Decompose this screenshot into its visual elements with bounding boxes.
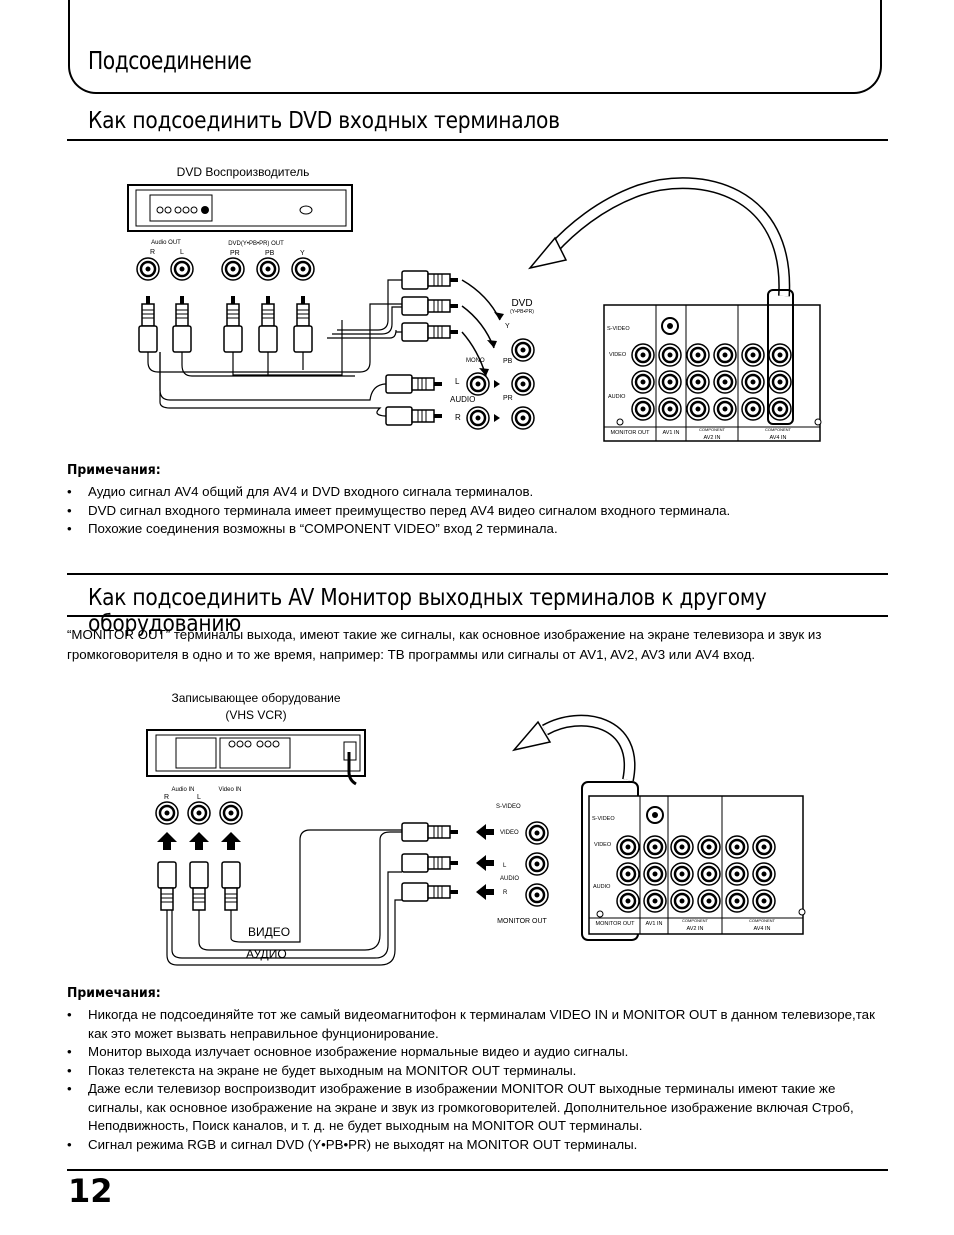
- tv-panel-1: S-VIDEO VIDEO AUDIO MONITOR OUT: [603, 289, 822, 442]
- vcr-label-line1: Записывающее оборудование: [171, 691, 340, 705]
- mon-video-label: VIDEO: [500, 830, 519, 836]
- section2-note: Сигнал режима RGB и сигнал DVD (Y•PB•PR)…: [67, 1136, 889, 1155]
- panel1-svideo-label: S-VIDEO: [607, 326, 630, 332]
- dvd-connection-diagram: DVD Воспроизводитель Audio OUT R L DVD(Y…: [127, 165, 822, 442]
- tv-panel-2: S-VIDEO VIDEO AUDIO MONITOR OUT AV1 IN C…: [581, 781, 806, 941]
- page-title: Подсоединение: [88, 46, 252, 75]
- mon-l-label: L: [503, 863, 507, 869]
- mon-monitor-out-label: MONITOR OUT: [497, 918, 547, 925]
- dvd-pr-label: PR: [230, 250, 240, 257]
- panel2-component-label-2: COMPONENT: [749, 918, 776, 923]
- panel1-av1-in-label: AV1 IN: [662, 430, 679, 436]
- section2-note: Никогда не подсоединяйте тот же самый ви…: [67, 1006, 889, 1043]
- section1-rule: [67, 139, 888, 141]
- section2-intro: “MONITOR OUT” терминалы выхода, имеют та…: [67, 627, 822, 662]
- panel1-component-label-2: COMPONENT: [765, 427, 792, 432]
- mon-svideo-label: S-VIDEO: [496, 804, 521, 810]
- panel1-monitor-out-label: MONITOR OUT: [610, 430, 650, 436]
- vcr-l-label: L: [197, 794, 201, 801]
- dvd-input-label: DVD: [511, 298, 532, 309]
- vcr-audio-in-label: Audio IN: [171, 787, 194, 793]
- panel2-audio-label: AUDIO: [593, 884, 611, 890]
- section2-note: Показ телетекста на экране не будет выхо…: [67, 1062, 889, 1081]
- panel2-av2-in-label: AV2 IN: [686, 926, 703, 932]
- panel1-component-label: COMPONENT: [699, 427, 726, 432]
- panel2-svideo-label: S-VIDEO: [592, 816, 615, 822]
- dvd-player: [127, 184, 353, 232]
- page-number: 12: [68, 1172, 113, 1210]
- monitor-out-diagram: Записывающее оборудование (VHS VCR) Audi…: [146, 691, 806, 966]
- panel1-audio-label: AUDIO: [608, 394, 626, 400]
- header-frame: [68, 0, 882, 94]
- mon-r-label: R: [503, 890, 508, 896]
- panel2-video-label: VIDEO: [594, 842, 612, 848]
- section1-title: Как подсоединить DVD входных терминалов: [88, 108, 560, 134]
- audio-label: AUDIO: [450, 395, 475, 404]
- vhs-vcr: [146, 729, 366, 777]
- section2-notes-list: Никогда не подсоединяйте тот же самый ви…: [67, 1006, 889, 1154]
- section1-note: DVD сигнал входного терминала имеет преи…: [67, 502, 889, 521]
- panel2-av1-in-label: AV1 IN: [645, 921, 662, 927]
- dvd-input-y-label: Y: [505, 323, 510, 330]
- section1-notes-title: Примечания:: [67, 462, 161, 478]
- dvd-input-pb-label: PB: [503, 358, 513, 365]
- dvd-pb-label: PB: [265, 250, 275, 257]
- section1-notes-list: Аудио сигнал AV4 общий для AV4 и DVD вхо…: [67, 483, 889, 539]
- audio-r-label: R: [455, 413, 461, 422]
- dvd-player-label: DVD Воспроизводитель: [177, 165, 310, 179]
- dvd-input-pr-label: PR: [503, 395, 513, 402]
- panel1-av2-in-label: AV2 IN: [703, 435, 720, 441]
- panel2-av4-in-label: AV4 IN: [753, 926, 770, 932]
- section2-note: Даже если телевизор воспроизводит изобра…: [67, 1080, 889, 1136]
- dvd-audio-r-label: R: [150, 249, 155, 256]
- audio-l-label: L: [455, 377, 460, 386]
- section1-note: Аудио сигнал AV4 общий для AV4 и DVD вхо…: [67, 483, 889, 502]
- vcr-label-line2: (VHS VCR): [225, 708, 286, 722]
- vcr-video-in-label: Video IN: [219, 787, 242, 793]
- audio-out-label: Audio OUT: [151, 240, 181, 246]
- dvd-audio-l-label: L: [180, 249, 184, 256]
- panel2-monitor-out-label: MONITOR OUT: [595, 921, 635, 927]
- dvd-out-label: DVD(Y•PB•PR) OUT: [228, 241, 284, 247]
- dvd-input-sub-label: (Y•PB•PR): [510, 309, 534, 315]
- section2-note: Монитор выхода излучает основное изображ…: [67, 1043, 889, 1062]
- section2-rule: [67, 615, 888, 617]
- cable-video-label: ВИДЕО: [248, 925, 290, 939]
- vcr-r-label: R: [164, 794, 169, 801]
- section2-top-rule: [67, 573, 888, 575]
- panel1-video-label: VIDEO: [609, 352, 627, 358]
- panel1-av4-in-label: AV4 IN: [769, 435, 786, 441]
- section1-note: Похожие соединения возможны в “COMPONENT…: [67, 520, 889, 539]
- cable-audio-label: АУДИО: [246, 947, 287, 961]
- mon-audio-label: AUDIO: [500, 876, 519, 882]
- panel2-component-label: COMPONENT: [682, 918, 709, 923]
- footer-rule: [67, 1169, 888, 1171]
- dvd-y-label: Y: [300, 250, 305, 257]
- section2-notes-title: Примечания:: [67, 985, 161, 1001]
- mono-label: MONO: [466, 358, 485, 364]
